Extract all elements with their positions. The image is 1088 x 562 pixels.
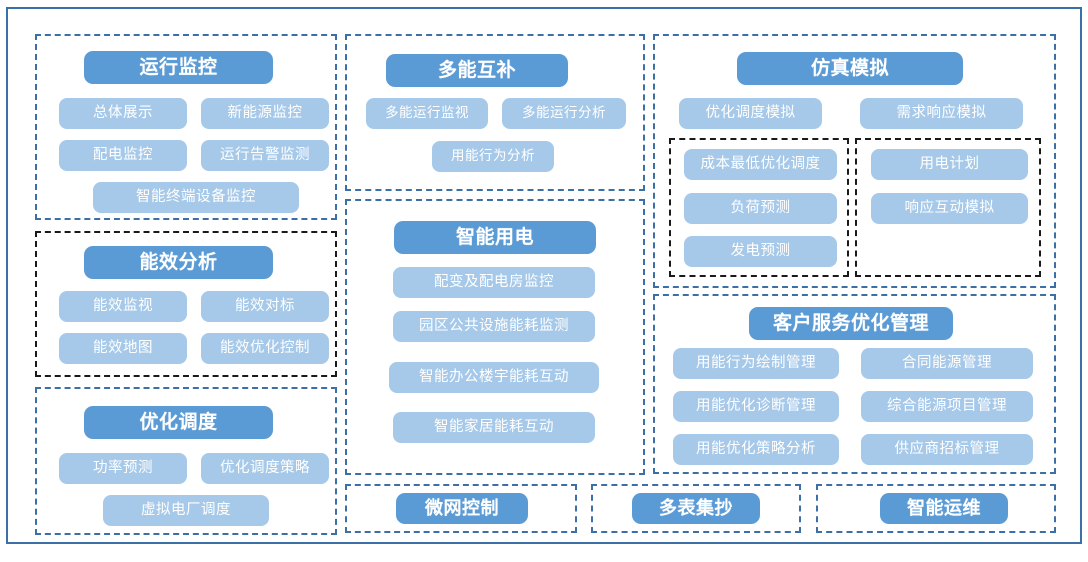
group-title-multi-meter: 多表集抄: [632, 493, 760, 524]
item-optimized-dispatch-simulation[interactable]: 优化调度模拟: [679, 98, 822, 129]
item-park-facility-energy-monitoring[interactable]: 园区公共设施能耗监测: [393, 311, 595, 342]
group-multi-meter: 多表集抄: [591, 484, 801, 533]
item-lowest-cost-optimized-dispatch[interactable]: 成本最低优化调度: [684, 149, 837, 180]
item-efficiency-monitoring[interactable]: 能效监视: [59, 291, 187, 322]
group-title-multi-energy: 多能互补: [386, 54, 568, 87]
group-title-simulation: 仿真模拟: [737, 52, 963, 85]
subgroup-simulation-right: 用电计划 响应互动模拟: [855, 138, 1041, 277]
group-title-microgrid-control: 微网控制: [396, 493, 528, 524]
item-overall-display[interactable]: 总体展示: [59, 98, 187, 129]
group-title-smart-power: 智能用电: [394, 221, 596, 254]
group-microgrid-control: 微网控制: [345, 484, 577, 533]
item-multi-energy-operation-analysis[interactable]: 多能运行分析: [502, 98, 626, 129]
item-load-forecast[interactable]: 负荷预测: [684, 193, 837, 224]
item-efficiency-optimization-control[interactable]: 能效优化控制: [201, 333, 329, 364]
item-power-usage-plan[interactable]: 用电计划: [871, 149, 1028, 180]
item-response-interaction-simulation[interactable]: 响应互动模拟: [871, 193, 1028, 224]
item-integrated-energy-project-management[interactable]: 综合能源项目管理: [861, 391, 1033, 422]
item-supplier-bidding-management[interactable]: 供应商招标管理: [861, 434, 1033, 465]
item-energy-optimization-diagnosis-management[interactable]: 用能优化诊断管理: [673, 391, 839, 422]
item-energy-behavior-analysis[interactable]: 用能行为分析: [432, 141, 554, 172]
item-transformer-substation-monitoring[interactable]: 配变及配电房监控: [393, 267, 595, 298]
group-customer-service: 客户服务优化管理 用能行为绘制管理 合同能源管理 用能优化诊断管理 综合能源项目…: [653, 294, 1056, 474]
group-title-operation-monitoring: 运行监控: [84, 51, 273, 84]
item-multi-energy-operation-monitoring[interactable]: 多能运行监视: [366, 98, 488, 129]
group-title-smart-om: 智能运维: [880, 493, 1008, 524]
item-generation-forecast[interactable]: 发电预测: [684, 236, 837, 267]
item-demand-response-simulation[interactable]: 需求响应模拟: [860, 98, 1023, 129]
item-smart-office-building-energy-interaction[interactable]: 智能办公楼宇能耗互动: [389, 362, 599, 393]
item-virtual-power-plant-dispatch[interactable]: 虚拟电厂调度: [103, 495, 269, 526]
item-smart-home-energy-interaction[interactable]: 智能家居能耗互动: [393, 412, 595, 443]
item-distribution-monitoring[interactable]: 配电监控: [59, 140, 187, 171]
item-operation-alarm-monitoring[interactable]: 运行告警监测: [201, 140, 329, 171]
group-title-optimized-dispatch: 优化调度: [84, 406, 273, 439]
item-contract-energy-management[interactable]: 合同能源管理: [861, 348, 1033, 379]
item-efficiency-benchmarking[interactable]: 能效对标: [201, 291, 329, 322]
item-optimized-dispatch-strategy[interactable]: 优化调度策略: [201, 453, 329, 484]
item-efficiency-map[interactable]: 能效地图: [59, 333, 187, 364]
group-smart-om: 智能运维: [816, 484, 1056, 533]
item-energy-optimization-strategy-analysis[interactable]: 用能优化策略分析: [673, 434, 839, 465]
group-energy-efficiency: 能效分析 能效监视 能效对标 能效地图 能效优化控制: [35, 231, 337, 377]
group-title-energy-efficiency: 能效分析: [84, 246, 273, 279]
item-energy-behavior-profiling-management[interactable]: 用能行为绘制管理: [673, 348, 839, 379]
outer-frame: 运行监控 总体展示 新能源监控 配电监控 运行告警监测 智能终端设备监控 能效分…: [6, 7, 1082, 544]
subgroup-simulation-left: 成本最低优化调度 负荷预测 发电预测: [669, 138, 849, 277]
group-smart-power: 智能用电 配变及配电房监控 园区公共设施能耗监测 智能办公楼宇能耗互动 智能家居…: [345, 199, 645, 475]
group-multi-energy: 多能互补 多能运行监视 多能运行分析 用能行为分析: [345, 34, 645, 191]
group-simulation: 仿真模拟 优化调度模拟 需求响应模拟 成本最低优化调度 负荷预测 发电预测 用电…: [653, 34, 1056, 288]
group-operation-monitoring: 运行监控 总体展示 新能源监控 配电监控 运行告警监测 智能终端设备监控: [35, 34, 337, 220]
item-power-forecast[interactable]: 功率预测: [59, 453, 187, 484]
item-smart-terminal-device-monitoring[interactable]: 智能终端设备监控: [93, 182, 299, 213]
group-optimized-dispatch: 优化调度 功率预测 优化调度策略 虚拟电厂调度: [35, 387, 337, 535]
group-title-customer-service: 客户服务优化管理: [749, 307, 953, 340]
item-new-energy-monitoring[interactable]: 新能源监控: [201, 98, 329, 129]
